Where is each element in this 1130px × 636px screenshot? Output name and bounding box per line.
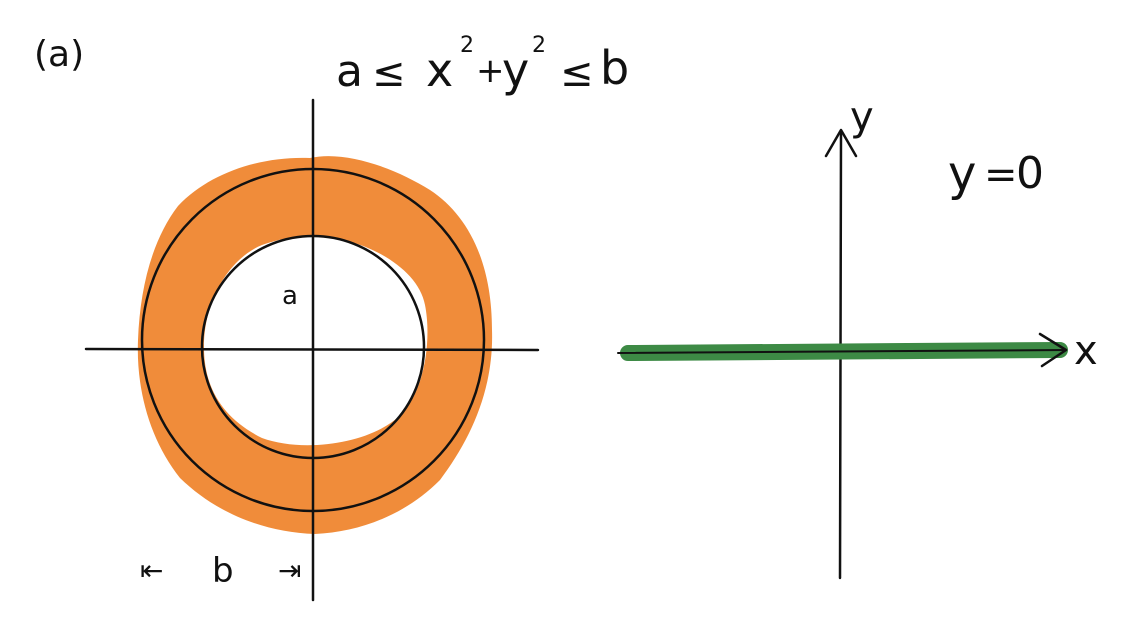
equation-equals: =: [984, 152, 1018, 198]
y-axis-arrowhead: [824, 128, 858, 158]
inequality-leq-2: ≤: [560, 50, 594, 96]
x-axis-arrowhead: [1038, 332, 1068, 368]
inequality-plus: +: [476, 51, 505, 91]
equation-lhs: y: [948, 146, 976, 202]
outer-radius-label: b: [212, 551, 234, 591]
inequality-x: x: [426, 43, 453, 97]
inner-radius-label: a: [282, 281, 298, 311]
inequality-y: y: [502, 43, 529, 97]
annulus-diagram: a ⇤ b ⇥: [84, 98, 540, 602]
part-label: (a): [34, 34, 84, 75]
y-axis-label: y: [850, 94, 874, 140]
inequality-lhs: a: [336, 46, 363, 97]
equation-rhs: 0: [1016, 148, 1044, 199]
radius-arrow-right: ⇥: [278, 554, 301, 587]
inequality-heading: a ≤ x 2 + y 2 ≤ b: [336, 33, 629, 97]
line-diagram: y x y = 0: [617, 94, 1098, 580]
right-x-axis: [617, 349, 1067, 354]
annulus-region: [137, 156, 493, 535]
radius-arrow-left: ⇤: [140, 554, 163, 587]
inequality-rhs: b: [600, 41, 629, 95]
inequality-x-exponent: 2: [460, 33, 474, 58]
inequality-leq-1: ≤: [372, 50, 406, 96]
x-axis-label: x: [1074, 328, 1098, 374]
inequality-y-exponent: 2: [532, 33, 546, 58]
